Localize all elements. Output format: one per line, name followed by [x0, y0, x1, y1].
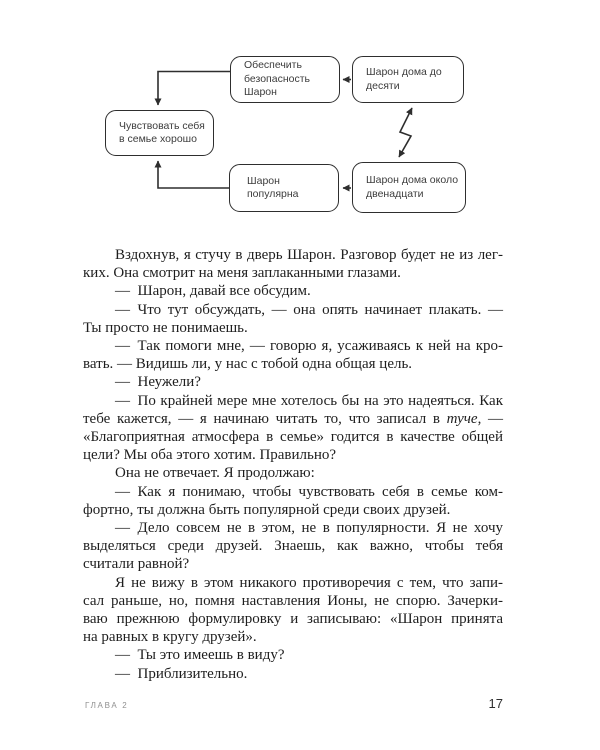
text-line: вать. — Видишь ли, у нас с тобой одна об… [83, 355, 503, 373]
text-segment: — Дело совсем не в этом, не в популярнос… [115, 520, 503, 537]
text-line: ких. Она смотрит на меня заплаканными гл… [83, 264, 503, 282]
text-segment: — Ты это имеешь в виду? [115, 647, 285, 664]
italic-text: туче [446, 410, 478, 427]
text-segment: — Так помоги мне, — говорю я, усаживаясь… [115, 338, 503, 355]
text-line: — Ты это имеешь в виду? [83, 646, 503, 664]
text-segment: Ты просто не понимаешь. [83, 319, 248, 336]
text-segment: Она не отвечает. Я продолжаю: [115, 465, 315, 482]
text-segment: Я не вижу в этом никакого противоречия с… [115, 574, 503, 591]
diagram-box-label: Обеспечить безопасность Шарон [244, 59, 310, 99]
diagram-box-label: Чувствовать себя в семье хорошо [119, 119, 205, 146]
arrow-secure-to-goal [154, 70, 230, 106]
chapter-label: ГЛАВА 2 [85, 701, 129, 710]
text-line: — Приблизительно. [83, 665, 503, 683]
text-segment: ких. Она смотрит на меня заплаканными гл… [83, 265, 401, 282]
diagram-box-home-by-twelve: Шарон дома около двенадцати [352, 162, 466, 213]
text-segment: тебе кажется, — я начинаю читать то, что… [83, 410, 447, 427]
diagram-box-feel-good-in-family: Чувствовать себя в семье хорошо [105, 110, 214, 156]
text-segment: выделяться среди друзей. Знаешь, как важ… [83, 538, 503, 555]
text-segment: — Что тут обсуждать, — она опять начинае… [115, 301, 503, 318]
text-segment: — Приблизительно. [115, 665, 248, 682]
diagram-box-home-by-ten: Шарон дома до десяти [352, 56, 464, 103]
diagram-box-secure-sharon: Обеспечить безопасность Шарон [230, 56, 340, 103]
text-segment: «Благоприятная атмосфера в семье» годитс… [83, 429, 503, 446]
text-line: — Шарон, давай все обсудим. [83, 282, 503, 300]
text-line: на равных в кругу друзей». [83, 628, 503, 646]
text-line: Я не вижу в этом никакого противоречия с… [83, 574, 503, 592]
text-line: сал раньше, но, помня наставления Ионы, … [83, 592, 503, 610]
text-segment: считали равной? [83, 556, 190, 573]
page-number: 17 [488, 696, 503, 711]
text-line: цели? Мы оба этого хотим. Правильно? [83, 446, 503, 464]
body-text: Вздохнув, я стучу в дверь Шарон. Разгово… [83, 246, 503, 683]
text-line: выделяться среди друзей. Знаешь, как важ… [83, 537, 503, 555]
text-segment: на равных в кругу друзей». [83, 629, 257, 646]
text-segment: сал раньше, но, помня наставления Ионы, … [83, 592, 503, 609]
text-segment: — Шарон, давай все обсудим. [115, 283, 311, 300]
text-line: фортно, ты должна быть популярной среди … [83, 501, 503, 519]
diagram-box-sharon-popular: Шарон популярна [229, 164, 339, 212]
cloud-diagram: Обеспечить безопасность Шарон Шарон дома… [0, 0, 600, 235]
text-line: Вздохнув, я стучу в дверь Шарон. Разгово… [83, 246, 503, 264]
text-line: — Что тут обсуждать, — она опять начинае… [83, 301, 503, 319]
diagram-box-label: Шарон популярна [247, 174, 299, 201]
text-segment: ваю прежнюю формулировку и записываю: «Ш… [83, 611, 503, 628]
text-line: ваю прежнюю формулировку и записываю: «Ш… [83, 610, 503, 628]
text-segment: , — [477, 410, 503, 427]
text-line: — Так помоги мне, — говорю я, усаживаясь… [83, 337, 503, 355]
text-segment: — Как я понимаю, чтобы чувствовать себя … [115, 483, 503, 500]
diagram-box-label: Шарон дома до десяти [366, 66, 442, 92]
text-line: Она не отвечает. Я продолжаю: [83, 464, 503, 482]
conflict-lightning-arrow [398, 107, 413, 158]
text-segment: фортно, ты должна быть популярной среди … [83, 501, 451, 518]
text-line: считали равной? [83, 555, 503, 573]
text-line: тебе кажется, — я начинаю читать то, что… [83, 410, 503, 428]
text-segment: — По крайней мере мне хотелось бы на это… [115, 392, 503, 409]
text-line: — Как я понимаю, чтобы чувствовать себя … [83, 483, 503, 501]
text-segment: цели? Мы оба этого хотим. Правильно? [83, 447, 337, 464]
text-line: — Дело совсем не в этом, не в популярнос… [83, 519, 503, 537]
text-segment: Вздохнув, я стучу в дверь Шарон. Разгово… [115, 247, 503, 263]
text-segment: вать. — Видишь ли, у нас с тобой одна об… [83, 356, 413, 373]
arrow-popular-to-goal [154, 160, 229, 189]
text-line: — Неужели? [83, 373, 503, 391]
diagram-arrows [154, 70, 413, 192]
text-line: — По крайней мере мне хотелось бы на это… [83, 392, 503, 410]
text-segment: — Неужели? [115, 374, 201, 391]
text-line: «Благоприятная атмосфера в семье» годитс… [83, 428, 503, 446]
text-line: Ты просто не понимаешь. [83, 319, 503, 337]
diagram-box-label: Шарон дома около двенадцати [366, 174, 459, 200]
